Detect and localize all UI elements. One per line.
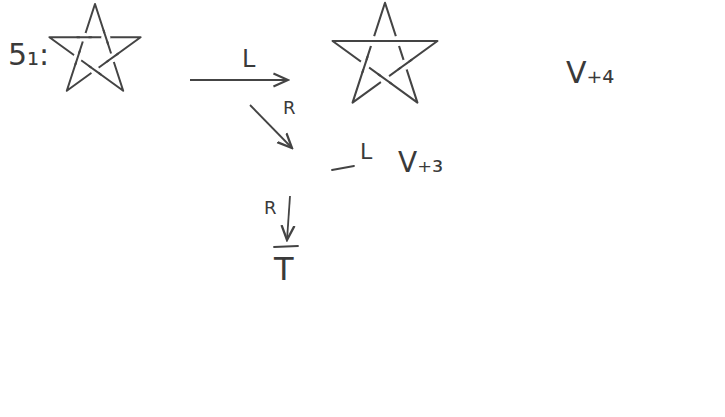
move-label: R (283, 98, 296, 118)
move-arrow (190, 79, 288, 81)
move-label: L (360, 140, 372, 164)
result-label: T (274, 252, 294, 287)
knot-diagram (49, 4, 140, 91)
dash-mark (332, 166, 354, 170)
move-label: R (264, 198, 277, 218)
overbar (274, 246, 298, 247)
move-arrow (287, 196, 290, 240)
invariant-label: V₊₄ (566, 56, 614, 89)
knot-diagram (333, 3, 438, 103)
invariant-label: V₊₃ (398, 148, 443, 179)
move-label: L (242, 46, 255, 72)
knot-name: 5₁: (8, 38, 49, 71)
